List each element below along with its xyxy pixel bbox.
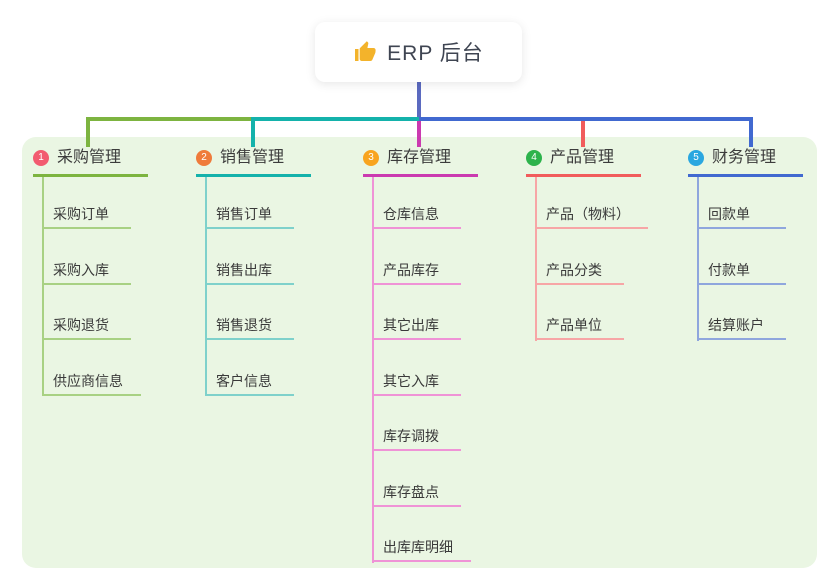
child-node[interactable]: 库存盘点 <box>372 484 461 507</box>
bus-segment-purchase <box>86 117 255 121</box>
child-node[interactable]: 销售出库 <box>205 262 294 285</box>
riser-product <box>581 121 585 147</box>
branch-badge: 1 <box>33 150 49 166</box>
bus-segment-sales <box>251 117 421 121</box>
child-node[interactable]: 其它入库 <box>372 373 461 396</box>
child-node[interactable]: 供应商信息 <box>42 373 141 396</box>
branch-purchase: 1 采购管理 采购订单 采购入库 采购退货 供应商信息 <box>33 0 196 588</box>
child-node[interactable]: 付款单 <box>697 262 786 285</box>
branch-spine <box>697 177 699 341</box>
child-node[interactable]: 产品单位 <box>535 317 624 340</box>
branch-badge: 5 <box>688 150 704 166</box>
branch-title-finance[interactable]: 5 财务管理 <box>688 147 803 177</box>
child-node[interactable]: 销售订单 <box>205 206 294 229</box>
riser-purchase <box>86 117 90 147</box>
root-node[interactable]: ERP 后台 <box>315 22 522 82</box>
thumbs-up-icon <box>353 40 377 64</box>
child-node[interactable]: 客户信息 <box>205 373 294 396</box>
branch-spine <box>372 177 374 563</box>
branch-finance: 5 财务管理 回款单 付款单 结算账户 <box>688 0 839 588</box>
child-node[interactable]: 采购订单 <box>42 206 131 229</box>
bus-segment-finance <box>419 117 753 121</box>
root-node-label: ERP 后台 <box>387 42 484 65</box>
branch-spine <box>42 177 44 396</box>
child-node[interactable]: 仓库信息 <box>372 206 461 229</box>
child-node[interactable]: 结算账户 <box>697 317 786 340</box>
child-node[interactable]: 产品库存 <box>372 262 461 285</box>
branch-title-sales[interactable]: 2 销售管理 <box>196 147 311 177</box>
child-node[interactable]: 产品（物料） <box>535 206 648 229</box>
riser-inventory <box>417 121 421 147</box>
branch-title-inventory[interactable]: 3 库存管理 <box>363 147 478 177</box>
branch-title-label: 采购管理 <box>57 149 122 166</box>
child-node[interactable]: 采购入库 <box>42 262 131 285</box>
branch-product: 4 产品管理 产品（物料） 产品分类 产品单位 <box>526 0 689 588</box>
branch-badge: 2 <box>196 150 212 166</box>
branch-inventory: 3 库存管理 仓库信息 产品库存 其它出库 其它入库 库存调拨 库存盘点 出库库… <box>363 0 526 588</box>
branch-badge: 4 <box>526 150 542 166</box>
branch-sales: 2 销售管理 销售订单 销售出库 销售退货 客户信息 <box>196 0 359 588</box>
child-node[interactable]: 出库库明细 <box>372 539 471 562</box>
riser-finance <box>749 117 753 147</box>
branch-title-label: 库存管理 <box>387 149 452 166</box>
child-node[interactable]: 销售退货 <box>205 317 294 340</box>
branches-background-panel <box>22 137 817 568</box>
child-node[interactable]: 采购退货 <box>42 317 131 340</box>
branch-spine <box>535 177 537 341</box>
branch-title-label: 产品管理 <box>550 149 615 166</box>
branch-title-purchase[interactable]: 1 采购管理 <box>33 147 148 177</box>
branch-spine <box>205 177 207 396</box>
child-node[interactable]: 其它出库 <box>372 317 461 340</box>
child-node[interactable]: 库存调拨 <box>372 428 461 451</box>
child-node[interactable]: 产品分类 <box>535 262 624 285</box>
branch-title-label: 销售管理 <box>220 149 285 166</box>
branch-badge: 3 <box>363 150 379 166</box>
child-node[interactable]: 回款单 <box>697 206 786 229</box>
root-trunk-connector <box>417 81 421 120</box>
branch-title-product[interactable]: 4 产品管理 <box>526 147 641 177</box>
branch-title-label: 财务管理 <box>712 149 777 166</box>
riser-sales <box>251 117 255 147</box>
